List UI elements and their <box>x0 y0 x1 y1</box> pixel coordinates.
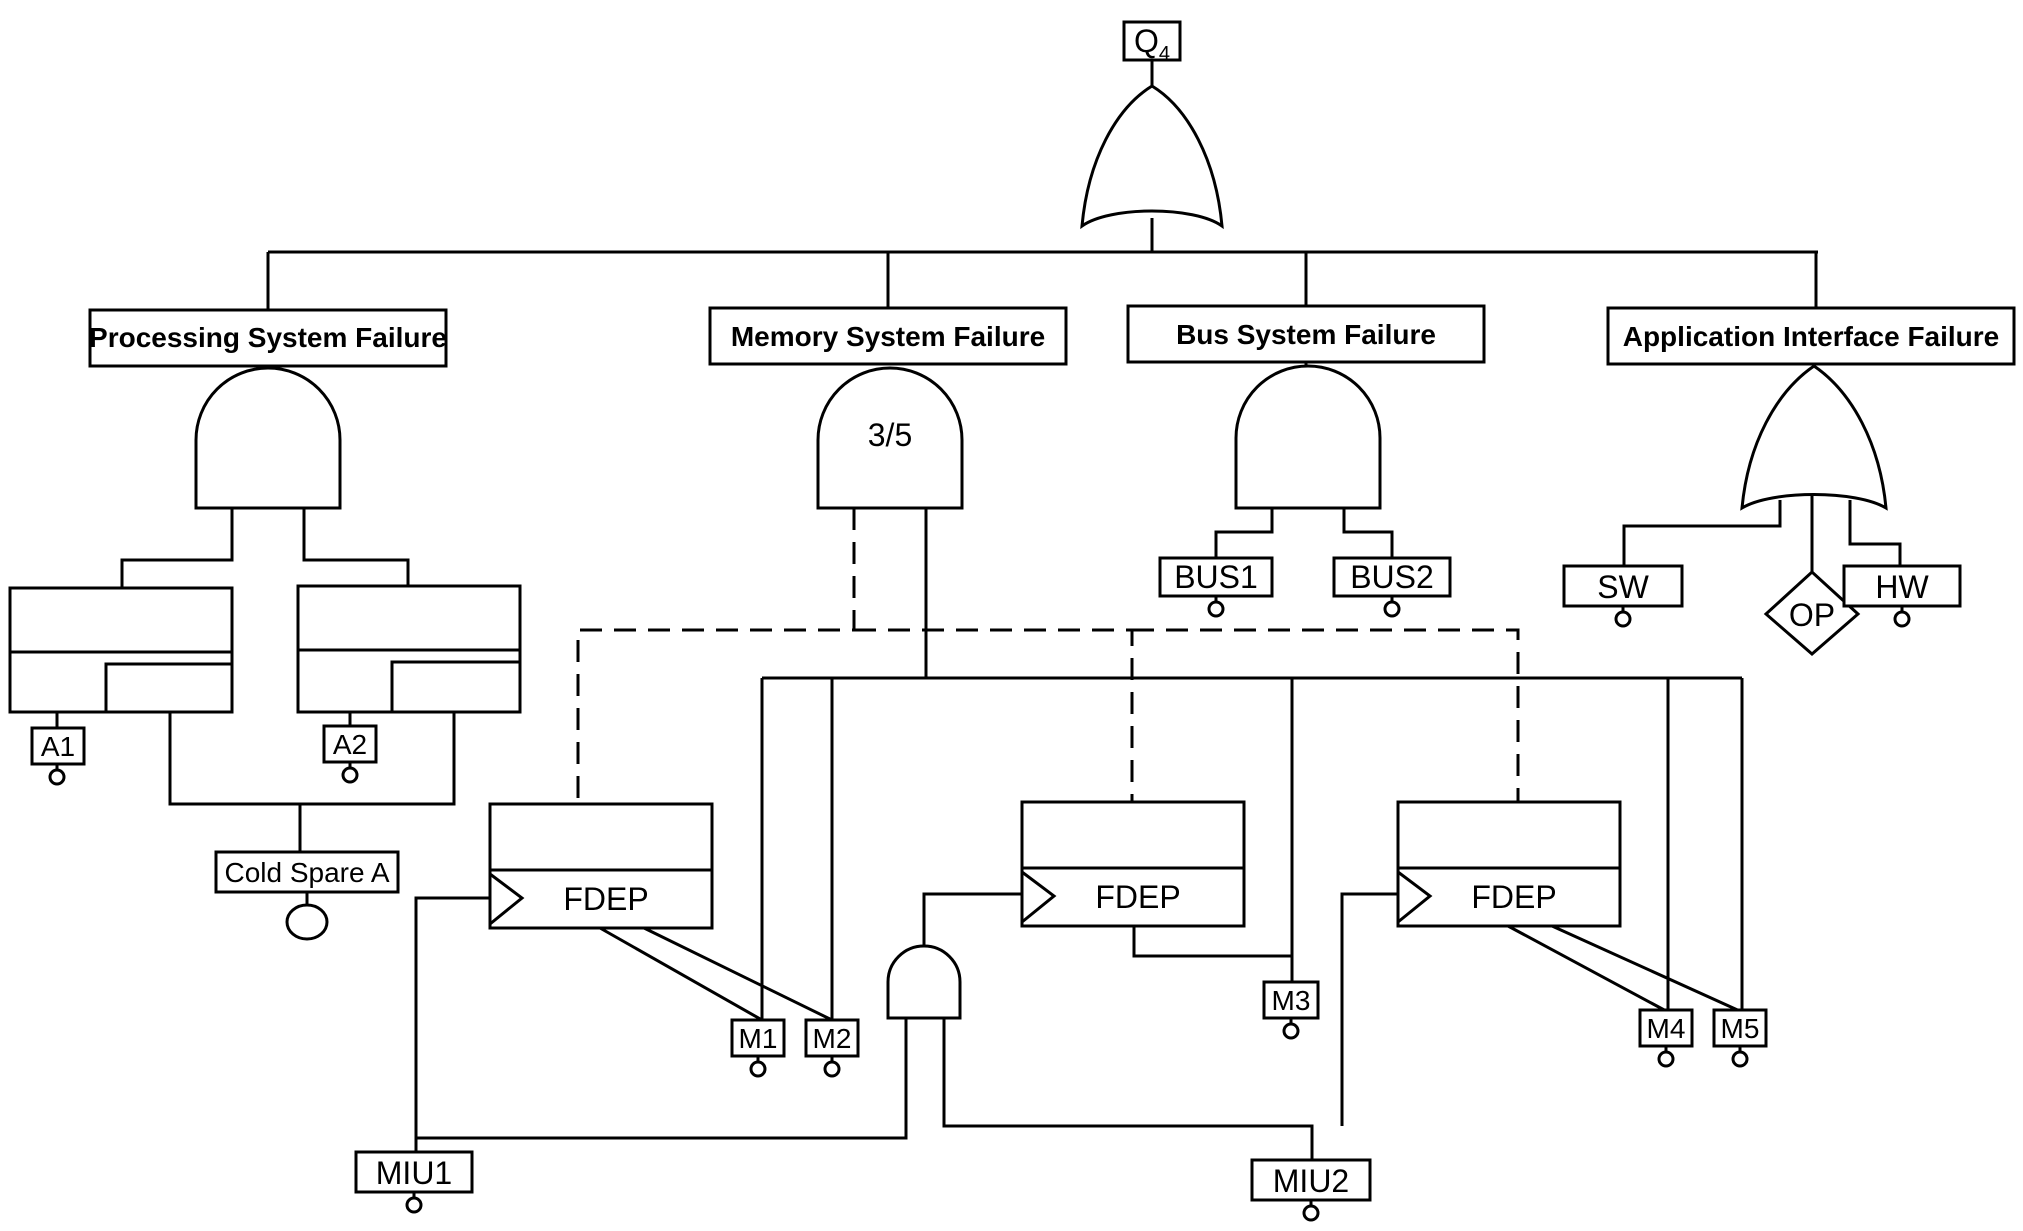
basic-event-m1: M1 <box>730 1018 786 1078</box>
basic-event-m2: M2 <box>804 1018 860 1078</box>
spare-gate-a1 <box>8 586 234 714</box>
svg-text:Processing System Failure: Processing System Failure <box>89 322 447 353</box>
fdep-gate-3: FDEP <box>1396 800 1622 928</box>
spare-gate-a2 <box>296 584 522 714</box>
memory-vote-gate <box>816 366 964 510</box>
svg-text:FDEP: FDEP <box>1095 879 1180 915</box>
app-interface-or-gate <box>1740 364 1888 511</box>
basic-event-bus1: BUS1 <box>1158 556 1274 618</box>
svg-text:M5: M5 <box>1721 1013 1760 1044</box>
undeveloped-event-op: OP <box>1763 569 1861 656</box>
basic-event-hw: HW <box>1842 564 1962 628</box>
svg-text:OP: OP <box>1789 597 1835 633</box>
basic-event-bus2: BUS2 <box>1332 556 1452 618</box>
svg-text:BUS2: BUS2 <box>1350 559 1434 595</box>
bus-and-gate <box>1234 364 1382 510</box>
svg-text:M3: M3 <box>1272 985 1311 1016</box>
svg-text:SW: SW <box>1597 569 1649 605</box>
svg-text:BUS1: BUS1 <box>1174 559 1258 595</box>
basic-event-sw: SW <box>1562 564 1684 628</box>
svg-text:Memory System Failure: Memory System Failure <box>731 321 1045 352</box>
svg-text:3/5: 3/5 <box>868 417 912 453</box>
svg-text:A2: A2 <box>333 729 367 760</box>
processing-system-box: Processing System Failure <box>88 308 448 368</box>
basic-event-m4: M4 <box>1638 1008 1694 1068</box>
top-or-gate <box>1080 84 1224 230</box>
cold-spare-event: Cold Spare A <box>214 850 400 941</box>
svg-text:FDEP: FDEP <box>1471 879 1556 915</box>
svg-text:M1: M1 <box>739 1023 778 1054</box>
svg-text:HW: HW <box>1875 569 1929 605</box>
processing-and-gate <box>194 366 342 510</box>
svg-text:M4: M4 <box>1647 1013 1686 1044</box>
svg-text:Cold Spare A: Cold Spare A <box>225 857 390 888</box>
basic-event-m3: M3 <box>1262 980 1320 1040</box>
basic-event-a2: A2 <box>322 724 378 784</box>
basic-event-miu1: MIU1 <box>354 1150 474 1214</box>
svg-text:A1: A1 <box>41 731 75 762</box>
svg-text:MIU2: MIU2 <box>1273 1163 1349 1199</box>
svg-text:FDEP: FDEP <box>563 881 648 917</box>
svg-text:Q4: Q4 <box>1134 23 1170 65</box>
svg-text:Bus System Failure: Bus System Failure <box>1176 319 1436 350</box>
basic-event-miu2: MIU2 <box>1250 1158 1372 1222</box>
memory-system-box: Memory System Failure <box>708 306 1068 366</box>
basic-event-a1: A1 <box>30 726 86 786</box>
top-event: Q4 <box>1122 20 1182 65</box>
svg-text:M2: M2 <box>813 1023 852 1054</box>
bus-system-box: Bus System Failure <box>1126 304 1486 364</box>
basic-event-m5: M5 <box>1712 1008 1768 1068</box>
fdep-gate-2: FDEP <box>1020 800 1246 928</box>
svg-text:Application Interface Failure: Application Interface Failure <box>1623 321 2000 352</box>
miu-and-gate <box>886 944 962 1020</box>
svg-text:MIU1: MIU1 <box>376 1155 452 1191</box>
application-interface-box: Application Interface Failure <box>1606 306 2016 366</box>
fdep-gate-1: FDEP <box>488 802 714 930</box>
